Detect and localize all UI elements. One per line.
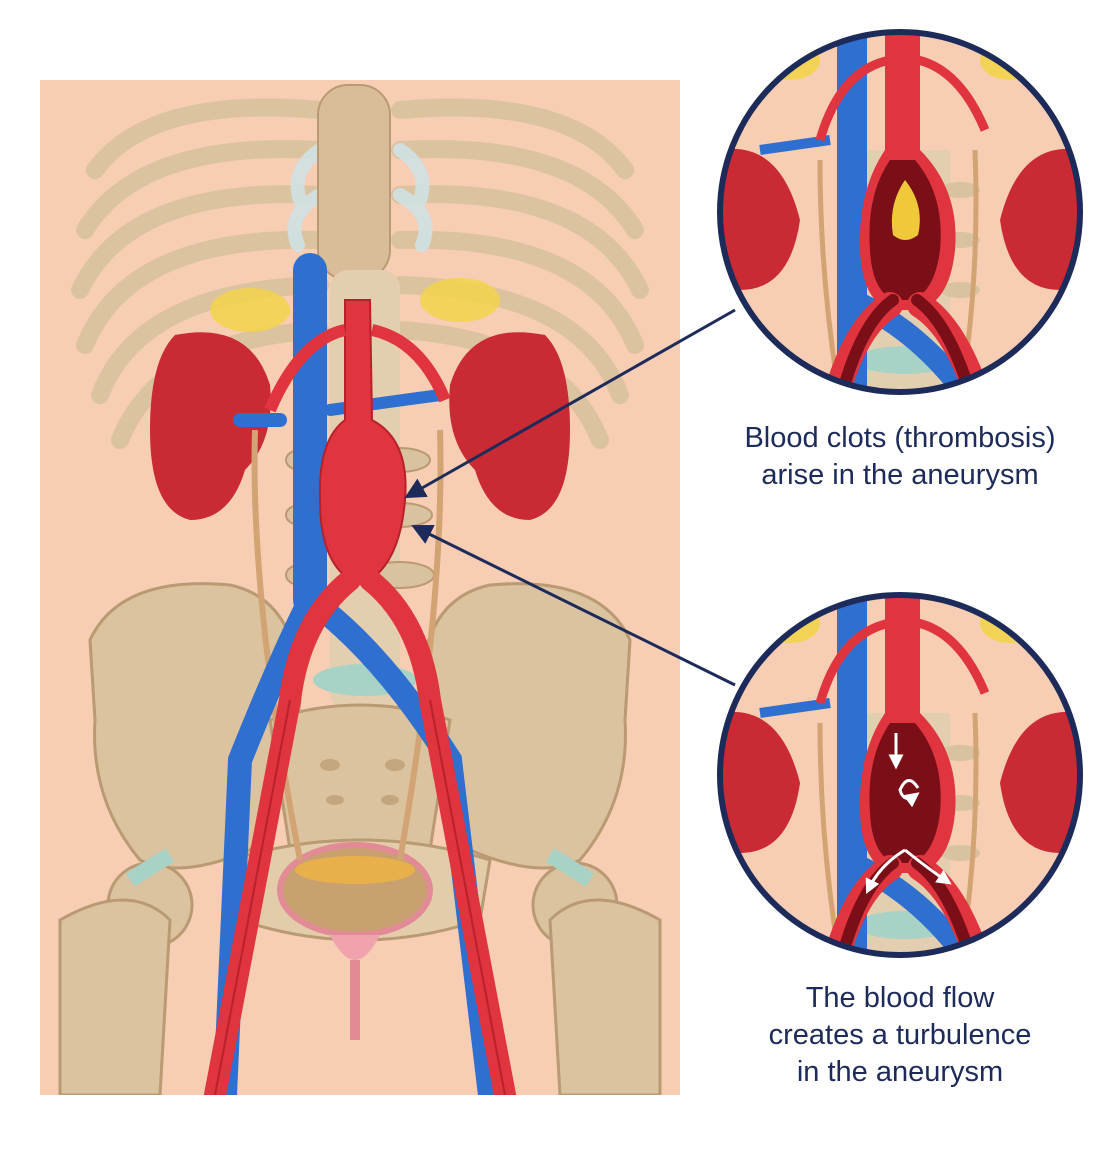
thrombosis-caption: Blood clots (thrombosis) arise in the an… (705, 420, 1095, 494)
turbulence-caption-line2: creates a turbulence (768, 1019, 1032, 1051)
turbulence-caption-line3: in the aneurysm (796, 1056, 1004, 1088)
aorta (204, 299, 516, 1095)
inset-border-1 (717, 29, 1083, 395)
femurs (58, 848, 662, 1095)
thrombosis-caption-line1: Blood clots (thrombosis) (744, 422, 1056, 454)
sternum (317, 84, 391, 281)
blood-clot (891, 180, 920, 240)
torso (40, 80, 680, 1095)
sacrum-holes (320, 759, 405, 805)
turbulence-caption: The blood flow creates a turbulence in t… (705, 980, 1095, 1091)
inset-border-2 (717, 592, 1083, 958)
thrombosis-inset (717, 29, 1083, 395)
kidneys (150, 278, 570, 520)
turbulence-inset (717, 592, 1083, 958)
turbulence-caption-line1: The blood flow (805, 982, 995, 1014)
pointer-arrows (404, 308, 736, 687)
pointer-arrow-thrombosis (404, 308, 736, 499)
rib-cartilage (287, 143, 433, 252)
thrombosis-caption-line2: arise in the aneurysm (761, 459, 1039, 491)
inset-aorta-1 (815, 32, 998, 392)
flow-arrows (865, 733, 952, 895)
pointer-arrow-turbulence (411, 525, 736, 687)
bladder (277, 842, 433, 1040)
